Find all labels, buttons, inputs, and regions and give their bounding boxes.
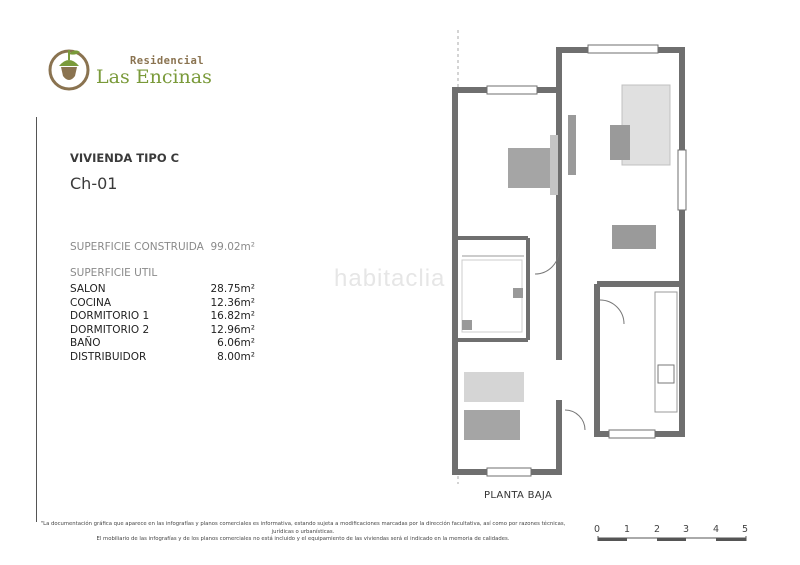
built-area-value: 99.02m² xyxy=(210,241,256,253)
room-value: 16.82m² xyxy=(210,310,256,322)
scale-label: 4 xyxy=(713,524,720,535)
window xyxy=(587,44,659,54)
scale-label: 2 xyxy=(654,524,661,535)
acorn-icon xyxy=(48,49,90,91)
room-value: 12.96m² xyxy=(210,323,256,336)
dwelling-code: Ch-01 xyxy=(70,174,118,193)
window xyxy=(486,467,532,477)
room-label: DISTRIBUIDOR xyxy=(70,350,147,363)
room-label: DORMITORIO 2 xyxy=(70,323,150,336)
brand-logo: Residencial Las Encinas xyxy=(48,46,218,102)
door-swing xyxy=(599,299,625,325)
scale-label: 1 xyxy=(624,524,631,535)
room-label: COCINA xyxy=(70,296,112,309)
scale-label: 0 xyxy=(594,524,601,535)
wardrobe-dormitorio-2 xyxy=(464,372,524,402)
scale-ruler xyxy=(597,536,747,541)
scale-bar: 0 1 2 3 4 5 xyxy=(594,524,764,548)
coffee-table xyxy=(610,125,630,160)
sink-fixture xyxy=(513,288,523,298)
stove xyxy=(657,364,675,384)
footnote-line1: "La documentación gráfica que aparece en… xyxy=(40,521,566,535)
brand-line2: Las Encinas xyxy=(96,66,212,88)
window xyxy=(486,85,538,95)
toilet-fixture xyxy=(462,320,472,330)
room-value: 28.75m² xyxy=(210,283,256,295)
dining-table xyxy=(612,225,656,249)
room-value: 8.00m² xyxy=(217,350,255,363)
bed-dormitorio-2 xyxy=(464,410,520,440)
door-swing xyxy=(564,409,586,431)
watermark: habitaclia xyxy=(334,265,446,292)
room-value: 12.36m² xyxy=(210,296,256,309)
bed-dormitorio-1 xyxy=(508,148,550,188)
room-label: SALON xyxy=(70,283,106,295)
scale-label: 5 xyxy=(742,524,749,535)
kitchen-counter xyxy=(654,291,678,413)
scale-label: 3 xyxy=(683,524,690,535)
built-area-label: SUPERFICIE CONSTRUIDA xyxy=(70,241,204,253)
dwelling-type-title: VIVIENDA TIPO C xyxy=(70,151,180,165)
useful-area-label: SUPERFICIE UTIL xyxy=(70,267,158,279)
brand-line1: Residencial xyxy=(130,55,204,67)
room-value: 6.06m² xyxy=(217,337,255,349)
divider-line xyxy=(36,117,37,522)
floor-plan xyxy=(452,30,687,484)
footnote-line2: El mobiliario de las infografías y de lo… xyxy=(96,536,510,542)
wall-kitchen xyxy=(594,281,685,437)
window xyxy=(677,149,687,211)
room-label: BAÑO xyxy=(70,337,101,349)
footnote: "La documentación gráfica que aparece en… xyxy=(38,521,568,544)
wardrobe-dormitorio-1 xyxy=(550,135,558,195)
window xyxy=(608,429,656,439)
wardrobe xyxy=(568,115,576,175)
room-label: DORMITORIO 1 xyxy=(70,310,150,322)
door-swing xyxy=(534,249,560,275)
plan-label: PLANTA BAJA xyxy=(484,490,553,501)
